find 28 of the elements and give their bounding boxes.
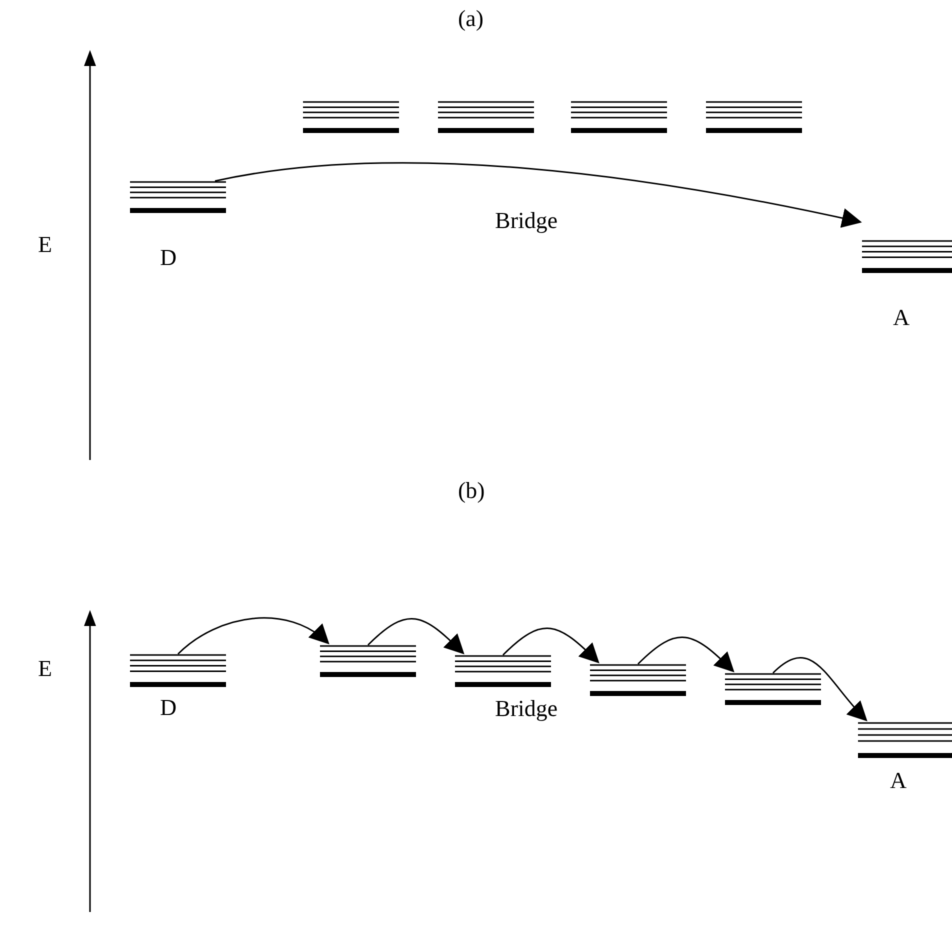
arrow <box>502 628 600 664</box>
energy-level-stack <box>455 655 551 687</box>
arrow <box>214 162 862 228</box>
energy-level-stack <box>706 101 802 133</box>
energy-level-stack <box>438 101 534 133</box>
level-label: D <box>160 695 177 721</box>
energy-level-stack <box>590 664 686 696</box>
panel-label: (b) <box>458 478 485 504</box>
level-label: A <box>893 305 910 331</box>
energy-level-stack <box>130 181 226 213</box>
energy-level-stack <box>571 101 667 133</box>
energy-level-stack <box>130 654 226 687</box>
level-label: D <box>160 245 177 271</box>
energy-level-stack <box>862 240 952 273</box>
energy-level-stack <box>320 645 416 677</box>
energy-level-stack <box>303 101 399 133</box>
level-label: A <box>890 768 907 794</box>
axis-label: E <box>38 232 52 258</box>
arrow <box>178 617 330 655</box>
arrow <box>637 636 734 672</box>
panel-label: (a) <box>458 6 484 32</box>
arrow <box>772 657 868 722</box>
arrow <box>367 618 464 654</box>
energy-level-stack <box>725 673 821 705</box>
region-label: Bridge <box>495 696 558 722</box>
region-label: Bridge <box>495 208 558 234</box>
energy-level-stack <box>858 722 952 758</box>
axis-label: E <box>38 656 52 682</box>
